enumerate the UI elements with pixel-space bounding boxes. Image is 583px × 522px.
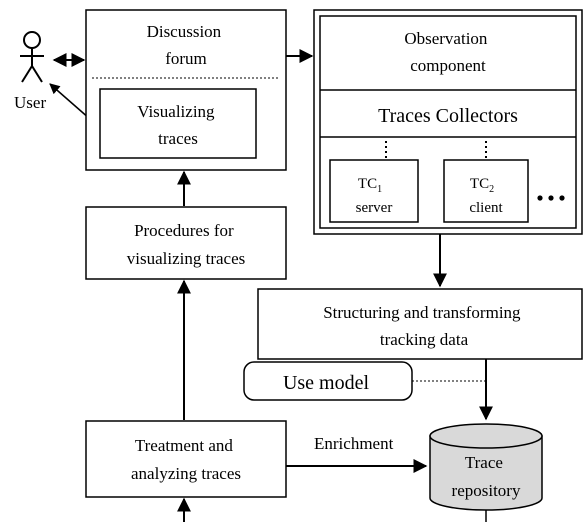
procedures-line2: visualizing traces [127,249,246,268]
traces-collectors-label: Traces Collectors [378,105,518,127]
svg-text:Structuring and transforming: Structuring and transforming tracking da… [323,303,525,349]
observation-line1: Observation [404,29,488,48]
svg-text:Procedures for visualizing: Procedures for visualizing traces [127,221,246,268]
treatment-box [85,420,287,498]
tc1-role: server [356,200,393,216]
svg-text:TC1: TC1 [358,176,382,195]
tc1-base: TC [358,176,377,192]
forum-title-line1: Discussion [147,22,222,41]
svg-text:Treatment and analyzing tr: Treatment and analyzing traces [131,436,241,483]
trace-repository-cylinder [429,423,543,511]
repository-line1: Trace [465,453,503,472]
treatment-line2: analyzing traces [131,464,241,483]
structuring-box [257,288,583,360]
structuring-line2: tracking data [380,330,469,349]
user-icon [20,31,44,83]
enrichment-label: Enrichment [314,434,394,453]
tc2-base: TC [470,176,489,192]
visualizing-line2: traces [158,129,198,148]
observation-inner-box [319,15,577,229]
svg-text:Discussion forum: Discussion forum [147,22,226,68]
observation-line2: component [410,56,486,75]
procedures-box [85,206,287,280]
structuring-line1: Structuring and transforming [323,303,521,322]
svg-text:Observation component: Observation component [404,29,491,75]
svg-text:TC2: TC2 [470,176,494,195]
procedures-line1: Procedures for [134,221,234,240]
user-label: User [14,93,46,112]
tc1-box [329,159,419,223]
tc2-box [443,159,529,223]
forum-title-line2: forum [165,49,207,68]
repository-line2: repository [452,481,521,500]
tc2-sub: 2 [489,184,494,195]
treatment-line1: Treatment and [135,436,234,455]
tc1-sub: 1 [377,184,382,195]
more-collectors-ellipsis [537,195,565,201]
svg-text:Visualizing traces: Visualizing traces [137,102,219,148]
tc2-role: client [469,200,503,216]
visualizing-line1: Visualizing [137,102,215,121]
visualizing-traces-box [99,88,257,159]
svg-text:Trace repository: Trace repository [452,453,521,500]
use-model-label: Use model [283,372,370,394]
